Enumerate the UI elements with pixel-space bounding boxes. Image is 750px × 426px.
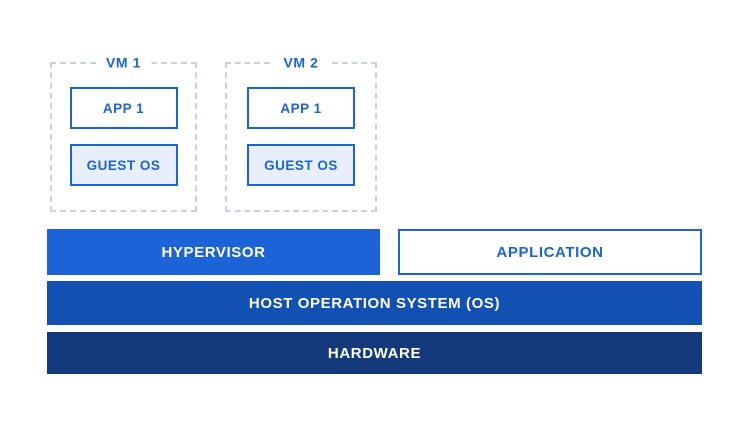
- vm1-app-label: APP 1: [102, 100, 145, 116]
- vm2-guest-os-label: GUEST OS: [264, 157, 338, 173]
- vm2-app-box: APP 1: [247, 87, 355, 129]
- vm1-guest-os-label: GUEST OS: [86, 157, 161, 173]
- host-os-layer: HOST OPERATION SYSTEM (OS): [47, 281, 702, 325]
- vm2-label: VM 2: [273, 54, 329, 71]
- vm1-app-box: APP 1: [69, 87, 178, 129]
- application-label: APPLICATION: [496, 243, 604, 261]
- vm1-container: VM 1 APP 1 GUEST OS: [50, 54, 197, 212]
- hardware-layer: HARDWARE: [47, 332, 702, 374]
- hardware-label: HARDWARE: [327, 344, 422, 362]
- vm2-container: VM 2 APP 1 GUEST OS: [225, 54, 377, 212]
- application-layer: APPLICATION: [398, 229, 702, 275]
- vm2-guest-os-box: GUEST OS: [247, 144, 355, 186]
- host-os-label: HOST OPERATION SYSTEM (OS): [248, 294, 501, 312]
- hypervisor-layer: HYPERVISOR: [47, 229, 380, 275]
- vm1-guest-os-box: GUEST OS: [69, 144, 178, 186]
- vm1-label: VM 1: [95, 54, 152, 71]
- hypervisor-label: HYPERVISOR: [161, 243, 266, 261]
- vm2-app-label: APP 1: [280, 100, 322, 116]
